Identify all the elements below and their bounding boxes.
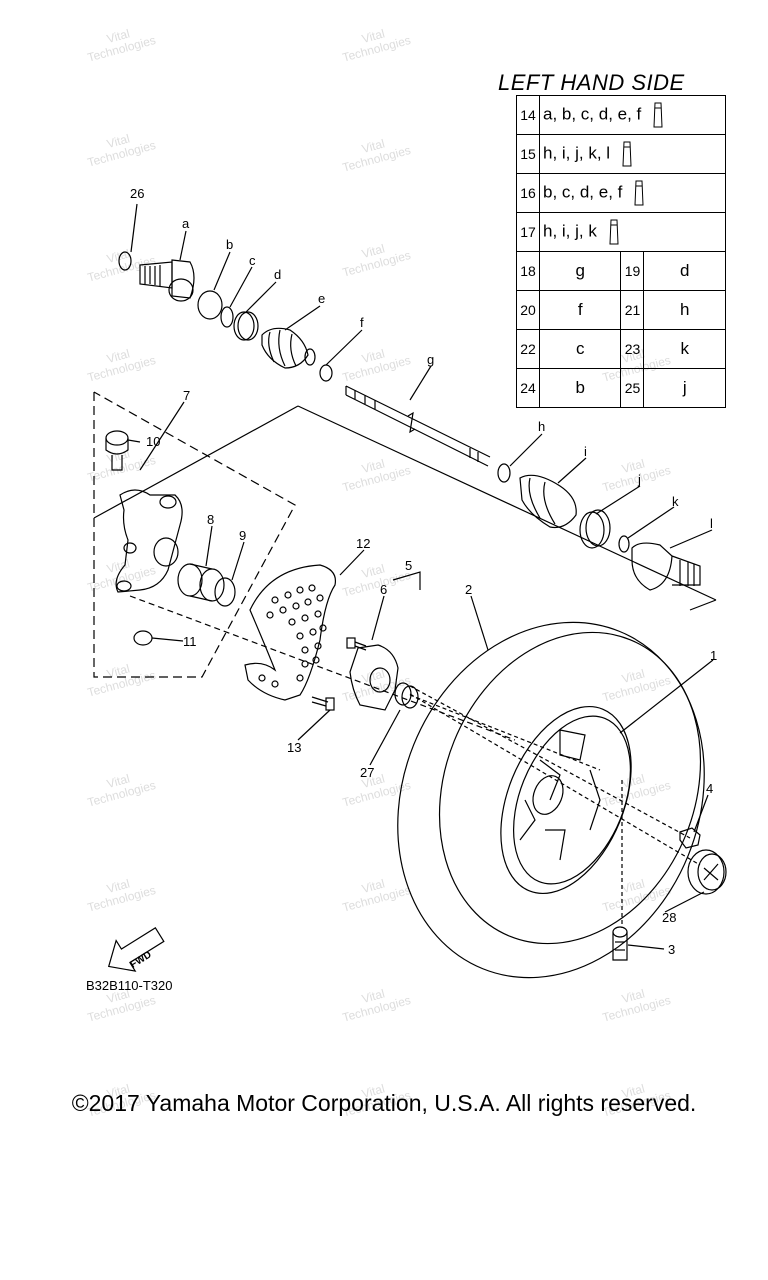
- circlip-k: [618, 535, 630, 553]
- callout-5: 5: [405, 558, 412, 573]
- table-cell-letters: a, b, c, d, e, f: [543, 104, 642, 124]
- callout-8: 8: [207, 512, 214, 527]
- wheel-tire-2: [397, 621, 705, 979]
- table-cell-letters: b, c, d, e, f: [543, 182, 623, 202]
- grease-tube-icon: [622, 141, 632, 167]
- knuckle-group-box: [93, 391, 296, 678]
- diagram-code: B32B110-T320: [86, 978, 173, 993]
- callout-d: d: [274, 267, 281, 282]
- callout-10: 10: [146, 434, 160, 449]
- callout-j: j: [637, 472, 641, 487]
- callout-l: l: [710, 516, 713, 531]
- grease-tube-icon: [634, 180, 644, 206]
- knuckle: [115, 489, 183, 593]
- callout-e: e: [318, 291, 325, 306]
- table-title: LEFT HAND SIDE: [498, 70, 685, 95]
- axle-nut-27: [394, 682, 419, 709]
- callout-labels: 26 a b c d e f g h i j k l 7 10 8 9 12 5…: [128, 186, 717, 971]
- table-row: 16 b, c, d, e, f: [516, 173, 726, 213]
- callout-2: 2: [465, 582, 472, 597]
- fwd-arrow-icon: [107, 927, 165, 972]
- grease-tube-icon: [653, 102, 663, 128]
- copyright-footer: ©2017 Yamaha Motor Corporation, U.S.A. A…: [71, 1090, 697, 1116]
- shaft-g: [345, 385, 491, 467]
- callout-g: g: [427, 352, 434, 367]
- boot-band-h: [497, 463, 511, 483]
- callout-12: 12: [356, 536, 370, 551]
- callout-h: h: [538, 419, 545, 434]
- outer-joint-a: [139, 259, 195, 302]
- callout-c: c: [249, 253, 256, 268]
- callout-4: 4: [706, 781, 713, 796]
- hub-5: [349, 644, 399, 711]
- callout-27: 27: [360, 765, 374, 780]
- bolt-6: [346, 637, 367, 651]
- outer-joint-l: [631, 542, 701, 591]
- boot-i: [519, 474, 577, 529]
- callout-6: 6: [380, 582, 387, 597]
- callout-13: 13: [287, 740, 301, 755]
- callout-k: k: [672, 494, 679, 509]
- callout-26: 26: [130, 186, 144, 201]
- lubricant-table: 14 a, b, c, d, e, f 15 h, i, j, k, l 16 …: [516, 95, 726, 408]
- boot-band-d: [233, 311, 255, 341]
- table-row: 14 a, b, c, d, e, f: [516, 95, 726, 135]
- circlip-9: [214, 577, 236, 607]
- circlip-26: [118, 251, 132, 271]
- callout-3: 3: [668, 942, 675, 957]
- wheel-nut-4: [679, 827, 701, 849]
- table-row: 17 h, i, j, k: [516, 212, 726, 252]
- table-cell-letters: h, i, j, k, l: [543, 143, 611, 163]
- callout-28: 28: [662, 910, 676, 925]
- callout-7: 7: [183, 388, 190, 403]
- callout-11: 11: [183, 634, 197, 649]
- tire-valve-3: [612, 926, 628, 961]
- bolt-13: [311, 696, 335, 711]
- table-row: 15 h, i, j, k, l: [516, 134, 726, 174]
- ball-joint-10: [105, 430, 129, 471]
- table-cell-letters: h, i, j, k: [543, 221, 597, 241]
- grease-tube-icon: [609, 219, 619, 245]
- callout-b: b: [226, 237, 233, 252]
- center-cap-28: [687, 849, 727, 895]
- brake-disc-12: [244, 564, 337, 701]
- callout-f: f: [360, 315, 364, 330]
- bearing-8: [177, 563, 225, 602]
- callout-a: a: [182, 216, 190, 231]
- circlip-c: [220, 306, 234, 328]
- o-ring-b: [197, 290, 223, 320]
- boot-band-f: [319, 364, 333, 382]
- callout-i: i: [584, 444, 587, 459]
- callout-9: 9: [239, 528, 246, 543]
- boot-e: [261, 327, 316, 369]
- callout-1: 1: [710, 648, 717, 663]
- lock-washer-11: [133, 630, 153, 646]
